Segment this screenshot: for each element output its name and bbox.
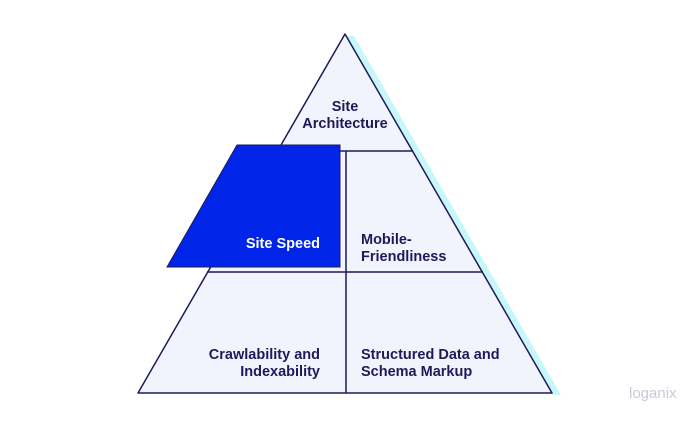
site-speed-highlight-block[interactable]: [166, 144, 341, 268]
label-site-speed: Site Speed: [245, 236, 320, 252]
label-crawlability: Crawlability and Indexability: [170, 347, 320, 381]
label-line: Friendliness: [361, 249, 447, 265]
label-line: Architecture: [302, 116, 388, 132]
label-line: Mobile-: [361, 232, 412, 248]
loganix-logo: loganix: [629, 385, 677, 402]
label-line: Schema Markup: [361, 364, 473, 380]
pyramid-shadow: [346, 36, 561, 395]
label-structured-data: Structured Data and Schema Markup: [361, 347, 500, 381]
label-line: Structured Data and: [361, 347, 500, 363]
label-site-architecture: Site Architecture: [285, 99, 405, 133]
label-mobile-friendliness: Mobile- Friendliness: [361, 232, 446, 266]
label-line: Indexability: [240, 364, 320, 380]
label-line: Site: [331, 99, 359, 115]
label-line: Crawlability and: [208, 347, 320, 363]
